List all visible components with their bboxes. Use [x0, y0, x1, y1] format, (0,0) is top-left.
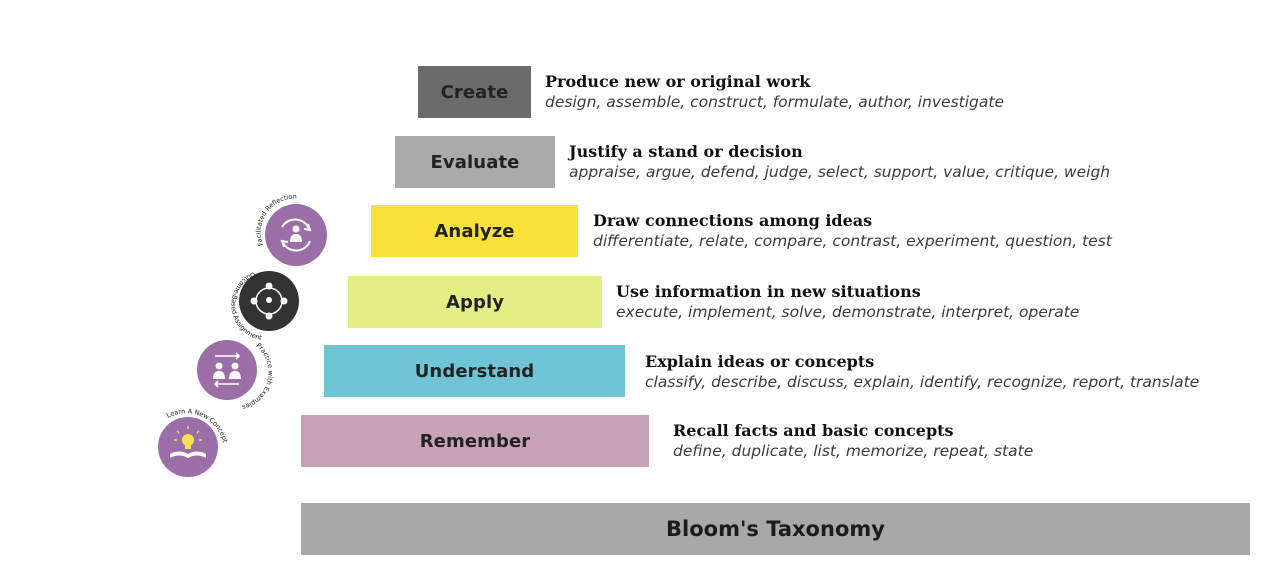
description-verbs: define, duplicate, list, memorize, repea…: [673, 442, 1034, 460]
badge-outcome-based-assignment: Outcome-Based Assignment: [224, 262, 308, 346]
description-heading: Draw connections among ideas: [593, 211, 873, 230]
tier-label-analyze: Analyze: [434, 220, 515, 242]
tier-apply: Apply: [348, 276, 602, 328]
badge-practice-with-examples: Practice with Examples: [194, 334, 284, 414]
description-verbs: execute, implement, solve, demonstrate, …: [616, 303, 1080, 321]
tier-remember: Remember: [301, 415, 649, 467]
person-cycle-icon: Facilitated Reflection: [255, 193, 327, 266]
description-verbs: appraise, argue, defend, judge, select, …: [569, 163, 1111, 181]
description-heading: Explain ideas or concepts: [645, 352, 875, 371]
description-evaluate: Justify a stand or decision appraise, ar…: [569, 142, 1110, 182]
tier-understand: Understand: [324, 345, 625, 397]
description-apply: Use information in new situations execut…: [616, 282, 1079, 322]
tier-label-understand: Understand: [414, 360, 535, 382]
description-heading: Produce new or original work: [545, 72, 811, 91]
taxonomy-title-bar: Bloom's Taxonomy: [301, 503, 1250, 555]
description-heading: Use information in new situations: [616, 282, 921, 301]
group-network-icon: Outcome-Based Assignment: [230, 270, 299, 342]
tier-create: Create: [418, 66, 531, 118]
description-analyze: Draw connections among ideas differentia…: [593, 211, 1112, 251]
two-people-exchange-icon: Practice with Examples: [197, 340, 274, 411]
tier-label-create: Create: [440, 81, 509, 103]
tier-label-remember: Remember: [419, 430, 531, 452]
badge-learn-new-concept: Learn A New Concept: [150, 402, 240, 482]
description-heading: Recall facts and basic concepts: [673, 421, 954, 440]
description-verbs: design, assemble, construct, formulate, …: [545, 93, 1004, 111]
taxonomy-title: Bloom's Taxonomy: [666, 517, 885, 541]
description-heading: Justify a stand or decision: [569, 142, 803, 161]
tier-evaluate: Evaluate: [395, 136, 555, 188]
badge-facilitated-reflection: Facilitated Reflection: [251, 193, 331, 273]
description-verbs: classify, describe, discuss, explain, id…: [645, 373, 1200, 391]
description-understand: Explain ideas or concepts classify, desc…: [645, 352, 1199, 392]
description-create: Produce new or original work design, ass…: [545, 72, 1004, 112]
lightbulb-book-icon: Learn A New Concept: [158, 407, 229, 477]
description-verbs: differentiate, relate, compare, contrast…: [593, 232, 1112, 250]
tier-label-apply: Apply: [445, 291, 505, 313]
description-remember: Recall facts and basic concepts define, …: [673, 421, 1033, 461]
tier-analyze: Analyze: [371, 205, 578, 257]
tier-label-evaluate: Evaluate: [430, 151, 520, 173]
